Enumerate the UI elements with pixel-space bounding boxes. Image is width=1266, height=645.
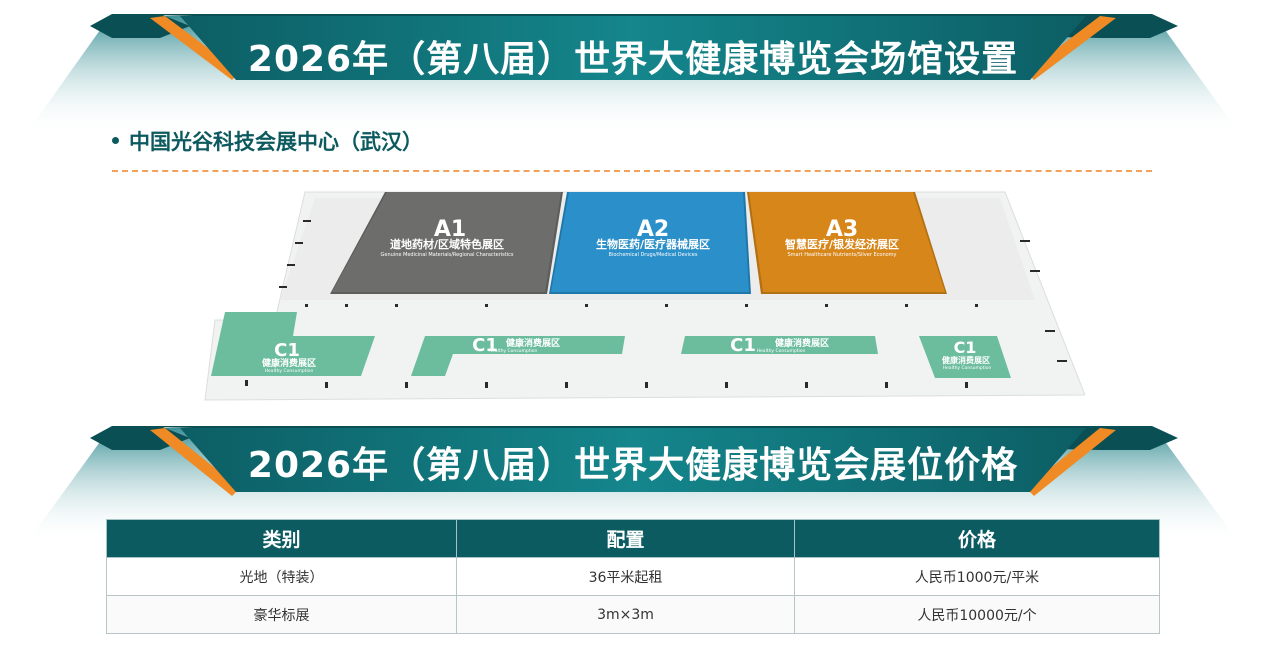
hall-a2-name: 生物医药/医疗器械展区 bbox=[596, 237, 710, 251]
hall-a2-block bbox=[551, 192, 749, 292]
c1-zone-4-code: C1 bbox=[954, 338, 977, 357]
price-table: 类别 配置 价格 光地（特装） 36平米起租 人民币1000元/平米 豪华标展 … bbox=[106, 519, 1160, 634]
column-header-configuration: 配置 bbox=[456, 519, 795, 558]
floor-plan-map: A1 道地药材/区域特色展区 Genuine Medicinal Materia… bbox=[204, 191, 1085, 401]
c1-zone-4-block bbox=[919, 336, 1011, 378]
hall-a1-block bbox=[332, 192, 561, 292]
c1-zone-3-name: 健康消费展区 bbox=[775, 337, 829, 349]
table-cell: 光地（特装） bbox=[106, 557, 457, 596]
pricing-banner: 2026年（第八届）世界大健康博览会展位价格 bbox=[0, 424, 1266, 544]
c1-zone-1-code: C1 bbox=[274, 340, 300, 361]
c1-zone-2-name-en: Healthy Consumption bbox=[489, 348, 538, 354]
c1-zone-1-name-en: Healthy Consumption bbox=[265, 368, 314, 374]
bullet-dot-icon bbox=[112, 136, 119, 144]
hall-a3-name: 智慧医疗/银发经济展区 bbox=[785, 237, 899, 251]
hall-a3-code: A3 bbox=[826, 217, 858, 242]
c1-zone-2: C1 健康消费展区 Healthy Consumption bbox=[411, 335, 625, 376]
c1-zone-4-name: 健康消费展区 bbox=[942, 355, 990, 365]
c1-zone-1-name: 健康消费展区 bbox=[262, 357, 316, 369]
hall-a2: A2 生物医药/医疗器械展区 Biochemical Drugs/Medical… bbox=[549, 192, 751, 294]
table-cell: 36平米起租 bbox=[456, 557, 795, 596]
c1-zone-3-block bbox=[681, 336, 878, 354]
column-header-category: 类别 bbox=[106, 519, 457, 558]
venue-banner-title: 2026年（第八届）世界大健康博览会场馆设置 bbox=[247, 39, 1019, 80]
venue-banner: 2026年（第八届）世界大健康博览会场馆设置 bbox=[0, 12, 1266, 132]
table-header-row: 类别 配置 价格 bbox=[106, 519, 1160, 558]
c1-zone-2-block bbox=[411, 336, 625, 376]
hall-a1: A1 道地药材/区域特色展区 Genuine Medicinal Materia… bbox=[330, 192, 563, 294]
c1-zone-3-name-en: Healthy Consumption bbox=[757, 348, 806, 354]
c1-zone-4: C1 健康消费展区 Healthy Consumption bbox=[919, 336, 1011, 378]
c1-zone-2-code: C1 bbox=[472, 335, 498, 356]
table-cell: 3m×3m bbox=[456, 595, 795, 634]
pricing-banner-title: 2026年（第八届）世界大健康博览会展位价格 bbox=[247, 445, 1019, 486]
table-row: 豪华标展 3m×3m 人民币10000元/个 bbox=[106, 595, 1160, 634]
dashed-divider bbox=[112, 170, 1152, 172]
hall-a2-code: A2 bbox=[637, 217, 669, 242]
table-cell: 人民币1000元/平米 bbox=[794, 557, 1160, 596]
c1-zone-1: C1 健康消费展区 Healthy Consumption bbox=[211, 312, 375, 376]
hall-a1-name: 道地药材/区域特色展区 bbox=[390, 237, 504, 251]
table-row: 光地（特装） 36平米起租 人民币1000元/平米 bbox=[106, 557, 1160, 596]
hall-a3: A3 智慧医疗/银发经济展区 Smart Healthcare Nutrient… bbox=[747, 192, 947, 294]
column-header-price: 价格 bbox=[794, 519, 1160, 558]
venue-name-text: 中国光谷科技会展中心（武汉） bbox=[129, 130, 423, 154]
banner-ribbon-graphic bbox=[26, 426, 1240, 544]
hall-a3-name-en: Smart Healthcare Nutrients/Silver Econom… bbox=[787, 252, 896, 258]
venue-name: 中国光谷科技会展中心（武汉） bbox=[112, 126, 423, 156]
c1-zone-2-name: 健康消费展区 bbox=[506, 337, 560, 349]
hall-a1-name-en: Genuine Medicinal Materials/Regional Cha… bbox=[381, 252, 514, 258]
c1-zone-4-name-en: Healthy Consumption bbox=[943, 365, 992, 371]
c1-zone-3-code: C1 bbox=[730, 335, 756, 356]
c1-zone-3: C1 健康消费展区 Healthy Consumption bbox=[681, 335, 878, 356]
hall-a1-code: A1 bbox=[434, 217, 466, 242]
hall-a2-name-en: Biochemical Drugs/Medical Devices bbox=[609, 252, 698, 258]
c1-zone-1-block bbox=[211, 312, 375, 376]
table-cell: 豪华标展 bbox=[106, 595, 457, 634]
floor-plan-markers bbox=[245, 220, 1067, 388]
hall-a3-block bbox=[749, 192, 945, 292]
table-cell: 人民币10000元/个 bbox=[794, 595, 1160, 634]
banner-ribbon-graphic bbox=[27, 14, 1239, 132]
